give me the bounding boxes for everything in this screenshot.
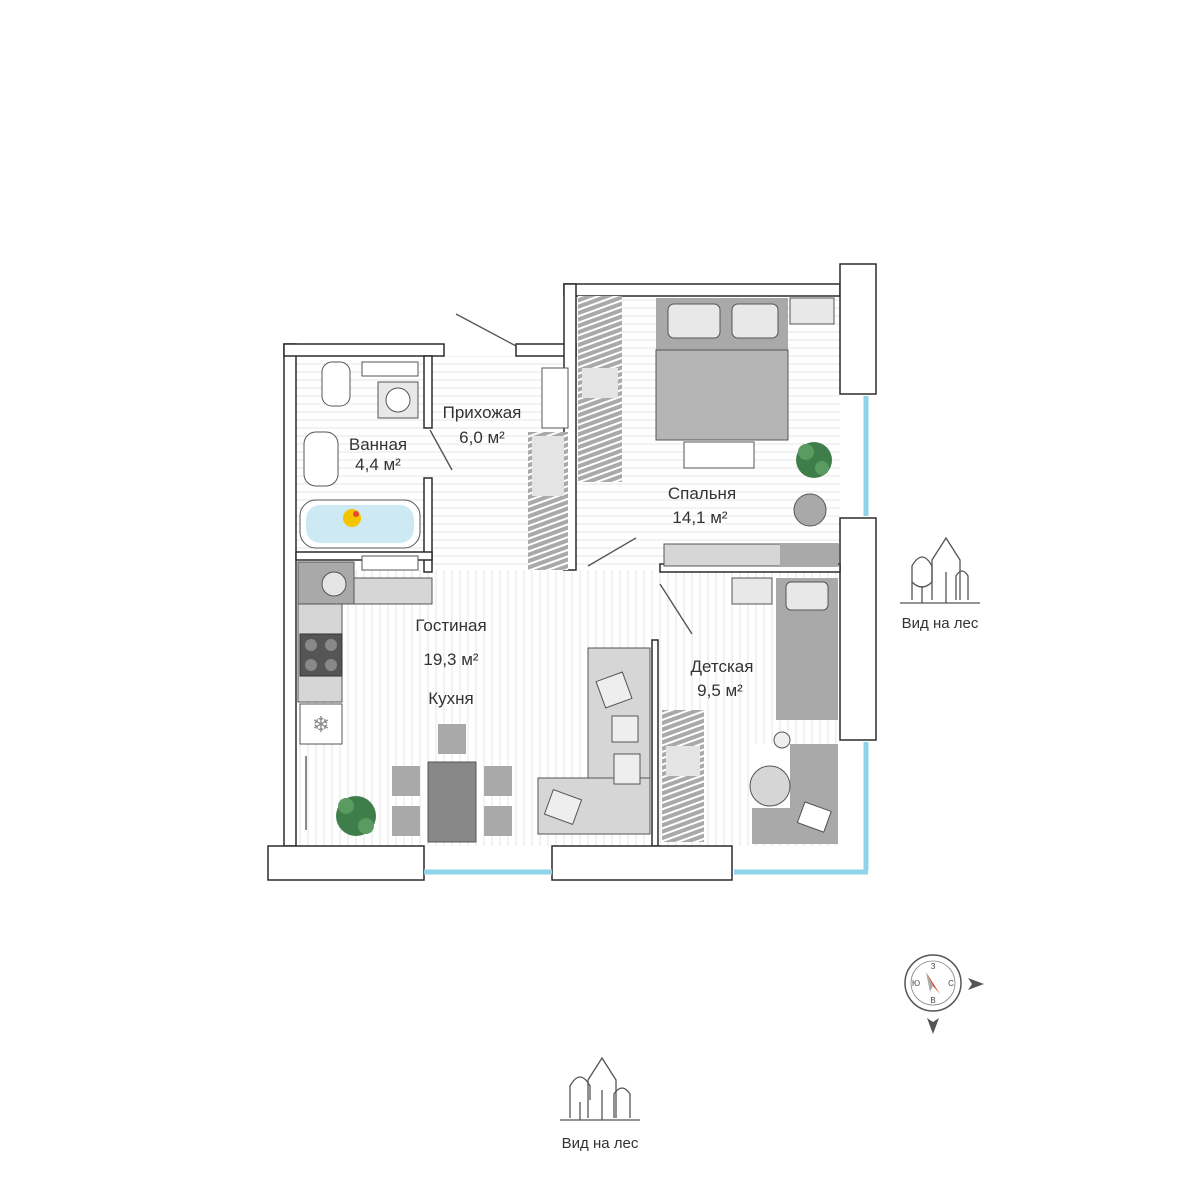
wall-bath-right-lower	[423, 477, 433, 573]
shelf-bottom	[361, 555, 419, 571]
bathroom-furniture	[299, 361, 421, 571]
doors	[305, 313, 693, 830]
bath-sink	[303, 431, 339, 487]
chair	[392, 766, 420, 796]
pillow-left	[667, 303, 721, 339]
room-sub-kitchen: Кухня	[428, 689, 474, 708]
fridge	[299, 703, 343, 745]
room-area-bathroom: 4,4 м²	[355, 455, 401, 474]
kids-nightstand	[731, 577, 773, 605]
compass-n: З	[931, 962, 936, 971]
sofa	[537, 647, 651, 835]
wall-kids-left	[651, 639, 659, 847]
compass-s: В	[930, 996, 935, 1005]
forest-view-east: Вид на лес	[900, 536, 980, 632]
pillow-right	[731, 303, 779, 339]
room-name-living: Гостиная	[415, 616, 486, 635]
duck-icon	[343, 509, 361, 527]
burner	[305, 639, 317, 651]
bathtub-water	[306, 505, 414, 543]
wall-top-bath	[283, 343, 445, 357]
compass-needle-grey	[926, 972, 933, 992]
stove	[299, 633, 343, 677]
windows	[424, 396, 869, 875]
room-area-hallway: 6,0 м²	[459, 428, 505, 447]
kitchen-counter-ext	[353, 577, 433, 605]
forest-view-south: Вид на лес	[560, 1056, 640, 1152]
kids-pillow	[785, 581, 829, 611]
wardrobe-hall-inner	[532, 436, 564, 496]
plant-icon	[796, 442, 832, 478]
dining-table	[427, 761, 477, 843]
chair	[392, 806, 420, 836]
wall-top-bedroom	[563, 283, 841, 297]
shelf-top	[361, 361, 419, 377]
room-area-living: 19,3 м²	[423, 650, 478, 669]
room-name-bedroom: Спальня	[668, 484, 736, 503]
sofa-cushion	[543, 789, 583, 825]
kitchen-furniture: ❄	[297, 561, 512, 843]
compass-icon: З В Ю С	[904, 954, 984, 1034]
arrow-south	[927, 1018, 939, 1034]
walls	[267, 263, 877, 881]
wardrobe-bedroom-gap	[582, 368, 618, 398]
sofa-cushion	[611, 715, 639, 743]
ball	[773, 731, 791, 749]
hallway-furniture	[528, 367, 569, 570]
kitchen-sink-bowl	[321, 571, 347, 597]
wall-left	[283, 343, 297, 847]
chair	[438, 724, 466, 754]
chair	[484, 766, 512, 796]
toilet	[321, 361, 351, 407]
washing-machine-drum	[385, 387, 411, 413]
door-kids	[659, 583, 693, 635]
desk-chair	[749, 765, 791, 807]
room-name-kids: Детская	[691, 657, 754, 676]
sofa-cushion	[613, 753, 641, 785]
room-area-bedroom: 14,1 м²	[672, 508, 727, 527]
view-label-south: Вид на лес	[562, 1135, 639, 1152]
wall-right-upper	[839, 263, 877, 395]
door-bedroom	[587, 537, 637, 567]
view-label-east: Вид на лес	[902, 615, 979, 632]
wall-bottom-mid	[551, 845, 733, 881]
bench	[683, 441, 755, 469]
plant-icon	[336, 796, 376, 836]
laptop-icon	[796, 801, 832, 833]
tv-stand-dark	[780, 544, 838, 566]
burner	[325, 639, 337, 651]
chair	[484, 806, 512, 836]
arrow-east	[968, 978, 984, 990]
nightstand	[789, 297, 835, 325]
wall-right-mid	[839, 517, 877, 741]
bedroom-furniture	[578, 296, 839, 567]
forest-icon	[900, 536, 980, 604]
door-bathroom	[429, 429, 453, 471]
wall-bath-right	[423, 355, 433, 429]
room-area-kids: 9,5 м²	[697, 681, 743, 700]
sofa-cushion	[595, 671, 633, 709]
room-labels: Ванная 4,4 м² Прихожая 6,0 м² Спальня 14…	[349, 403, 754, 708]
shoe-cabinet	[541, 367, 569, 429]
snowflake-icon: ❄	[312, 713, 330, 738]
door-entrance	[455, 313, 517, 347]
room-name-bathroom: Ванная	[349, 435, 407, 454]
burner	[325, 659, 337, 671]
room-name-hallway: Прихожая	[443, 403, 522, 422]
compass-needle-red	[926, 972, 940, 994]
compass-e: С	[948, 979, 954, 988]
burner	[305, 659, 317, 671]
compass-w: Ю	[912, 979, 920, 988]
forest-icon	[560, 1056, 640, 1121]
blanket	[655, 349, 789, 441]
bedroom-stool	[793, 493, 827, 527]
wardrobe-kids-gap	[666, 746, 700, 776]
wall-bottom-left	[267, 845, 425, 881]
kids-furniture	[662, 577, 838, 844]
